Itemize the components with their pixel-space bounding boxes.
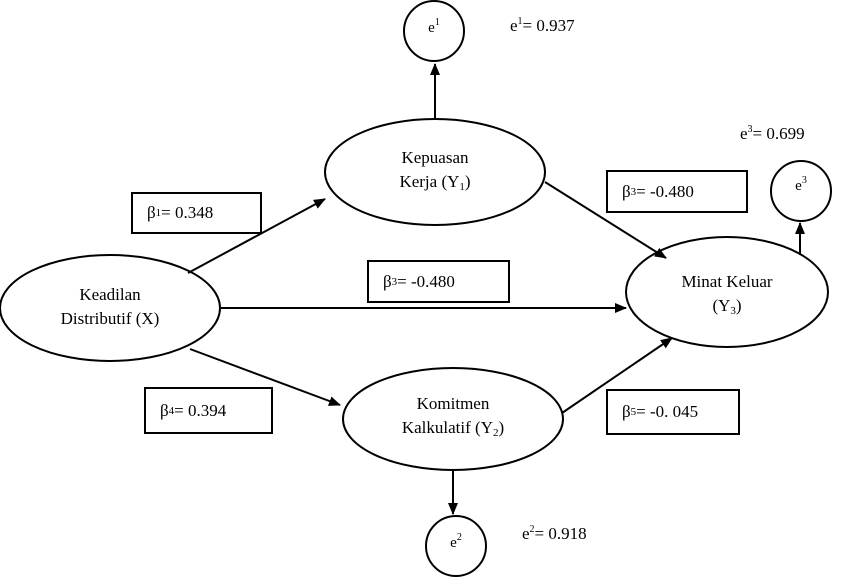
- error-e2-label: e2: [450, 532, 462, 552]
- node-x-ellipse: [0, 254, 221, 362]
- error-e1-label: e1: [428, 17, 440, 37]
- error-e3-label: e3: [795, 175, 807, 195]
- node-y1-line1: Kepuasan: [401, 148, 469, 167]
- node-x-line1: Keadilan: [79, 285, 141, 304]
- node-y3-line2: (Y3): [712, 296, 742, 317]
- node-y2-line1: Komitmen: [416, 394, 490, 413]
- error-e1-circle: [403, 0, 465, 62]
- node-y1-line2: Kerja (Y1): [399, 172, 471, 193]
- error-e3-value: e3= 0.699: [740, 124, 805, 143]
- arrow-y2-to-y3: [561, 337, 673, 414]
- arrow-y1-to-y3: [544, 181, 667, 259]
- node-y2-line2: Kalkulatif (Y2): [401, 418, 505, 439]
- node-x-line2: Distributif (X): [60, 309, 160, 328]
- arrow-x-to-y2: [189, 348, 341, 406]
- error-e2-value: e2= 0.918: [522, 524, 587, 543]
- node-y1-label: Kepuasan Kerja (Y1): [345, 146, 525, 194]
- node-y2-label: Komitmen Kalkulatif (Y2): [358, 392, 548, 440]
- node-y3-ellipse: [625, 236, 829, 348]
- node-y3-label: Minat Keluar (Y3): [642, 270, 812, 318]
- error-e1-value: e1= 0.937: [510, 16, 575, 35]
- error-e2-circle: [425, 515, 487, 577]
- node-x-label: Keadilan Distributif (X): [20, 283, 200, 331]
- error-e3-circle: [770, 160, 832, 222]
- arrow-x-to-y1: [187, 198, 326, 274]
- node-y3-line1: Minat Keluar: [681, 272, 773, 291]
